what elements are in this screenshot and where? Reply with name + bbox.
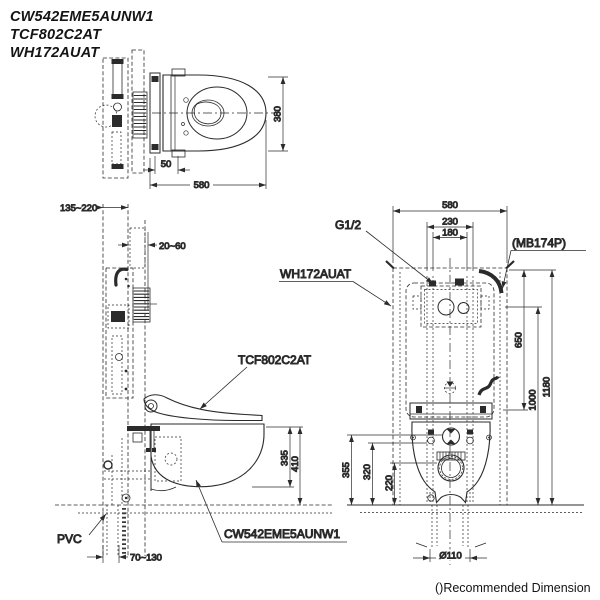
dim-580-top: 580 bbox=[194, 180, 210, 191]
side-view-washlet bbox=[127, 394, 263, 452]
front-view-left-dims: 355 320 220 bbox=[341, 434, 442, 505]
product-codes: CW542EME5AUNW1 TCF802C2AT WH172AUAT bbox=[10, 9, 154, 61]
flexible-hose bbox=[477, 375, 500, 396]
dim-wall-offset: 135~220 bbox=[60, 203, 97, 214]
dim-drain-dia: Ø110 bbox=[439, 551, 462, 562]
dim-580-front: 580 bbox=[442, 200, 458, 211]
front-view-top-dims: 580 230 180 bbox=[392, 200, 508, 271]
top-view-dims: 380 50 580 bbox=[143, 76, 288, 192]
top-view-bowl bbox=[149, 68, 274, 158]
dim-220: 220 bbox=[384, 475, 395, 491]
side-view-dims: 135~220 20~60 335 410 70~130 bbox=[60, 203, 303, 564]
supply-elbow-pipe bbox=[478, 269, 504, 294]
dim-50: 50 bbox=[161, 159, 172, 170]
dim-380: 380 bbox=[273, 106, 284, 122]
front-view-bowl bbox=[409, 375, 500, 504]
front-view-below-floor bbox=[347, 504, 584, 549]
top-view-flush-ribs bbox=[132, 91, 148, 139]
dim-1180: 1180 bbox=[542, 377, 553, 397]
dim-1000: 1000 bbox=[528, 389, 539, 410]
label-pvc: PVC bbox=[57, 532, 82, 546]
side-view-below-floor bbox=[55, 504, 332, 557]
side-view: 135~220 20~60 335 410 70~130 PVC TCF802C… bbox=[55, 203, 347, 564]
label-washlet-side: TCF802C2AT bbox=[238, 353, 312, 367]
dim-outlet-offset: 70~130 bbox=[130, 553, 162, 564]
footnote: ()Recommended Dimension bbox=[435, 581, 591, 595]
side-view-wall-frame bbox=[102, 204, 149, 556]
front-view: 580 230 180 355 320 220 650 bbox=[279, 200, 586, 565]
label-tank-front: WH172AUAT bbox=[280, 267, 352, 281]
dim-650: 650 bbox=[514, 332, 525, 348]
label-valve-mb174p: (MB174P) bbox=[512, 236, 566, 250]
top-view-cistern bbox=[94, 49, 145, 179]
label-supply-g12: G1/2 bbox=[335, 218, 361, 232]
dim-335: 335 bbox=[280, 450, 291, 466]
dim-355: 355 bbox=[341, 462, 352, 478]
front-view-labels: G1/2 WH172AUAT (MB174P) bbox=[279, 218, 586, 307]
dim-230: 230 bbox=[442, 217, 458, 228]
side-view-labels: PVC TCF802C2AT CW542EME5AUNW1 bbox=[57, 353, 347, 547]
product-code-1: CW542EME5AUNW1 bbox=[10, 9, 154, 25]
front-view-wall bbox=[385, 258, 515, 565]
front-view-right-dims: 650 1000 1180 bbox=[503, 269, 556, 505]
side-view-tank bbox=[105, 267, 157, 399]
dim-panel-offset: 20~60 bbox=[159, 241, 186, 252]
top-view: 380 50 580 bbox=[94, 49, 288, 192]
label-bowl-side: CW542EME5AUNW1 bbox=[224, 527, 340, 541]
dim-320: 320 bbox=[362, 464, 373, 480]
side-view-bowl bbox=[103, 423, 265, 505]
product-code-2: TCF802C2AT bbox=[10, 27, 102, 43]
dim-410: 410 bbox=[290, 456, 301, 472]
dim-180: 180 bbox=[442, 228, 458, 239]
front-view-tank bbox=[412, 269, 504, 328]
product-code-3: WH172AUAT bbox=[10, 45, 100, 61]
front-view-drain-dim: Ø110 bbox=[413, 549, 487, 562]
